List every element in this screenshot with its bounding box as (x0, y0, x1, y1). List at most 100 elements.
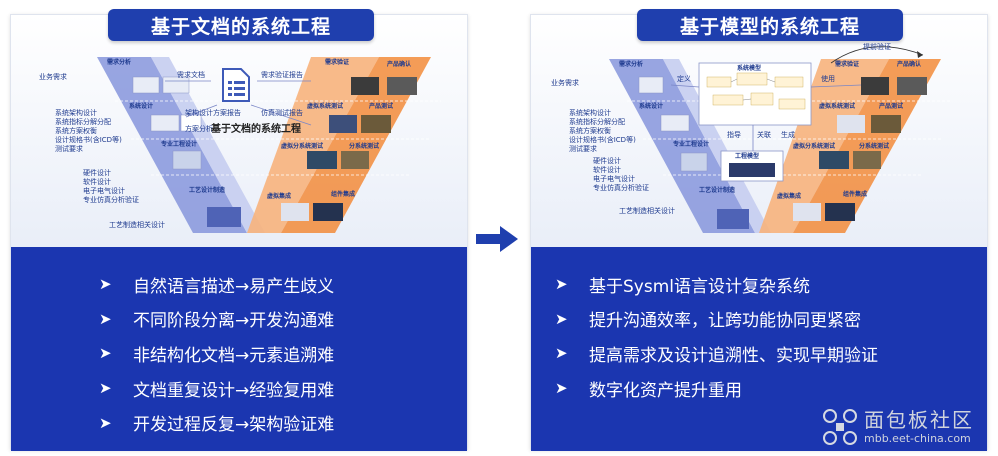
doc-label: 需求文档 (177, 71, 205, 79)
chevron-right-icon: ➤ (555, 344, 568, 363)
model-link-label: 关联 (757, 131, 771, 139)
list-item: ➤ 提升沟通效率，让跨功能协同更紧密 (555, 302, 987, 337)
chevron-right-icon: ➤ (99, 309, 112, 328)
bullet-text: 提升沟通效率，让跨功能协同更紧密 (589, 311, 861, 332)
v-model-shape (609, 46, 951, 233)
phase-label: 需求分析 (619, 61, 644, 68)
left-label: 工艺制造相关设计 (619, 207, 675, 215)
left-label: 测试要求 (55, 145, 83, 153)
doc-label: 需求验证报告 (261, 71, 303, 79)
system-model-label: 系统模型 (737, 65, 762, 72)
left-label: 系统指标分解分配 (569, 118, 625, 126)
left-label: 工艺制造相关设计 (109, 221, 165, 229)
phase-label: 产品测试 (369, 103, 394, 110)
watermark-title: 面包板社区 (864, 408, 974, 432)
phase-label: 虚拟集成 (267, 193, 292, 200)
chevron-right-icon: ➤ (555, 379, 568, 398)
phase-label: 工艺设计制造 (699, 187, 736, 194)
phase-label: 工艺设计制造 (189, 187, 226, 194)
panel-background (531, 15, 987, 247)
phase-label: 需求验证 (325, 59, 350, 66)
doc-label: 架构设计方案报告 (185, 109, 241, 117)
model-link-label: 生成 (781, 131, 795, 139)
phase-label: 系统设计 (129, 103, 154, 110)
chevron-right-icon: ➤ (555, 309, 568, 328)
list-item: ➤ 开发过程反复→架构验证难 (99, 405, 467, 440)
phase-label: 虚拟系统测试 (307, 103, 344, 110)
phase-label: 虚拟系统测试 (819, 103, 856, 110)
left-label: 系统方案权衡 (569, 127, 611, 135)
phase-label: 产品测试 (879, 103, 904, 110)
v-model-shape (97, 57, 441, 233)
phase-label: 虚拟分系统测试 (281, 143, 324, 150)
bullet-text: 数字化资产提升重用 (589, 380, 742, 401)
list-item: ➤ 提高需求及设计追溯性、实现早期验证 (555, 336, 987, 371)
chevron-right-icon: ➤ (555, 275, 568, 294)
chevron-right-icon: ➤ (99, 275, 112, 294)
list-item: ➤ 自然语言描述→易产生歧义 (99, 267, 467, 302)
model-link-label: 指导 (727, 131, 741, 139)
list-item: ➤ 非结构化文档→元素追溯难 (99, 336, 467, 371)
list-item: ➤ 文档重复设计→经验复用难 (99, 371, 467, 406)
document-icon (222, 68, 250, 102)
left-label: 硬件设计 (593, 157, 621, 165)
v-model-diagram-document: 需求分析 系统设计 专业工程设计 工艺设计制造 需求验证 虚拟系统测试 虚拟分系… (11, 15, 467, 247)
model-link-label: 使用 (821, 75, 835, 83)
left-label: 电子电气设计 (83, 187, 125, 195)
left-label: 电子电气设计 (593, 175, 635, 183)
drawbacks-list: ➤ 自然语言描述→易产生歧义 ➤ 不同阶段分离→开发沟通难 ➤ 非结构化文档→元素追溯… (11, 247, 467, 451)
phase-label: 需求分析 (107, 59, 132, 66)
watermark: 面包板社区 mbb.eet-china.com (818, 402, 998, 456)
model-link-label: 提前验证 (863, 43, 891, 51)
phase-label: 专业工程设计 (673, 141, 710, 148)
model-based-panel: 需求分析 系统设计 专业工程设计 工艺设计制造 需求验证 虚拟系统测试 虚拟分系… (530, 9, 988, 451)
chevron-right-icon: ➤ (99, 344, 112, 363)
model-link-label: 定义 (677, 75, 691, 83)
left-label: 设计规格书(含ICD等) (55, 136, 122, 144)
list-item: ➤基于Sysml语言设计复杂系统 (555, 267, 987, 302)
left-label: 软件设计 (83, 178, 111, 186)
left-label: 业务需求 (551, 79, 579, 87)
phase-label: 分系统测试 (349, 143, 380, 150)
left-label: 系统架构设计 (55, 109, 97, 117)
left-label: 业务需求 (39, 73, 67, 81)
chevron-right-icon: ➤ (99, 379, 112, 398)
chevron-right-icon: ➤ (99, 413, 112, 432)
panel-title: 基于模型的系统工程 (637, 9, 903, 41)
document-based-panel: 需求分析 系统设计 专业工程设计 工艺设计制造 需求验证 虚拟系统测试 虚拟分系… (10, 9, 468, 451)
phase-label: 产品确认 (897, 61, 922, 68)
v-model-diagram-model: 需求分析 系统设计 专业工程设计 工艺设计制造 需求验证 虚拟系统测试 虚拟分系… (531, 15, 987, 247)
left-label: 设计规格书(含ICD等) (569, 136, 636, 144)
phase-label: 专业工程设计 (161, 141, 198, 148)
bullet-text: 自然语言描述→易产生歧义 (133, 276, 335, 297)
bullet-text: 不同阶段分离→开发沟通难 (133, 311, 335, 332)
phase-label: 虚拟集成 (777, 193, 802, 200)
panel-title: 基于文档的系统工程 (108, 9, 374, 41)
watermark-logo-icon (823, 409, 857, 445)
left-label: 专业仿真分析验证 (83, 196, 139, 204)
bullet-text: 开发过程反复→架构验证难 (133, 415, 335, 436)
phase-label: 虚拟分系统测试 (793, 143, 836, 150)
phase-label: 组件集成 (843, 191, 868, 198)
phase-label: 产品确认 (387, 61, 412, 68)
doc-label: 方案分析 (185, 125, 213, 133)
left-label: 系统指标分解分配 (55, 118, 111, 126)
doc-label: 仿真测试报告 (261, 109, 303, 117)
list-item: ➤ 数字化资产提升重用 (555, 371, 987, 406)
left-label: 专业仿真分析验证 (593, 184, 649, 192)
bullet-text: 提高需求及设计追溯性、实现早期验证 (589, 345, 878, 366)
arrow-right-icon (476, 226, 518, 252)
phase-label: 分系统测试 (859, 143, 890, 150)
phase-label: 需求验证 (835, 61, 860, 68)
engineering-model-label: 工程模型 (735, 153, 760, 160)
left-label: 系统方案权衡 (55, 127, 97, 135)
bullet-text: 非结构化文档→元素追溯难 (133, 345, 335, 366)
bullet-text: 文档重复设计→经验复用难 (133, 380, 335, 401)
list-item: ➤ 不同阶段分离→开发沟通难 (99, 302, 467, 337)
phase-label: 组件集成 (331, 191, 356, 198)
left-label: 系统架构设计 (569, 109, 611, 117)
center-label: 基于文档的系统工程 (211, 124, 301, 135)
phase-label: 系统设计 (639, 103, 664, 110)
watermark-url: mbb.eet-china.com (864, 432, 971, 445)
left-label: 软件设计 (593, 166, 621, 174)
